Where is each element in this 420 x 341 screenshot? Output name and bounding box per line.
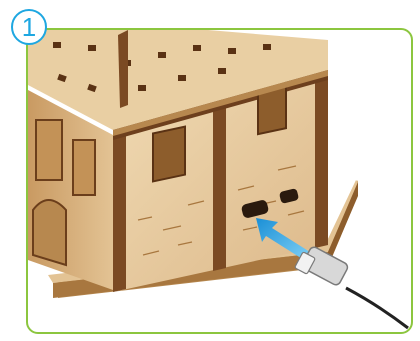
- usb-cable-icon: [295, 246, 408, 328]
- step-number-badge: 1: [11, 9, 47, 45]
- step-number: 1: [22, 14, 36, 40]
- illustration-frame: [26, 28, 413, 334]
- house-illustration: [28, 30, 413, 334]
